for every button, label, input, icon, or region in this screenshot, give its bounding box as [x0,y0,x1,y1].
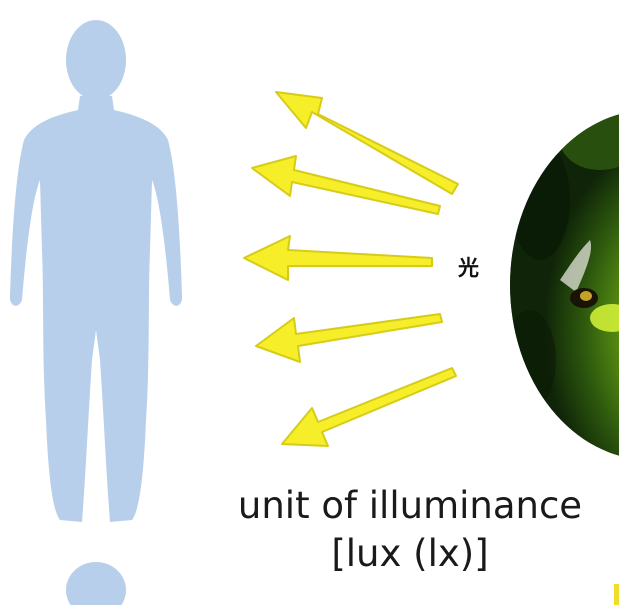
yellow-corner-mark [614,584,619,605]
firefly-photo [504,110,619,460]
light-arrow-4 [256,314,442,362]
light-arrow-3 [244,236,432,280]
caption: unit of illuminance [lux (lx)] [190,482,619,578]
caption-line-2: [lux (lx)] [190,530,619,578]
light-label: 光 [458,252,479,282]
person-silhouette-icon-2 [66,562,126,605]
caption-line-1: unit of illuminance [190,482,619,530]
person-silhouette-icon [10,20,182,522]
light-arrow-5 [282,368,456,446]
light-arrows [244,92,458,446]
